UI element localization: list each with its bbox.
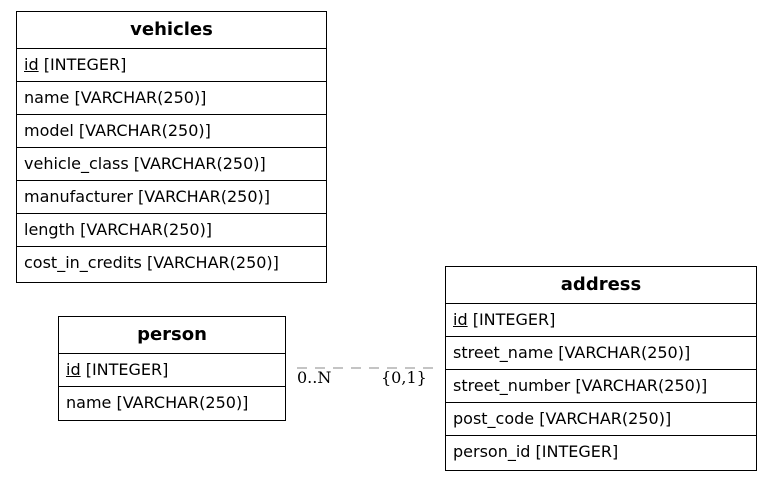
column-name: vehicle_class (24, 154, 129, 173)
person-column-id: id [INTEGER] (59, 354, 285, 387)
column-type: [VARCHAR(250)] (570, 376, 708, 395)
column-type: [INTEGER] (467, 310, 556, 329)
vehicles-column-model: model [VARCHAR(250)] (17, 115, 326, 148)
column-name: name (24, 88, 70, 107)
column-type: [VARCHAR(250)] (75, 220, 213, 239)
address-column-person-id: person_id [INTEGER] (446, 436, 756, 469)
column-name: person_id (453, 442, 531, 461)
person-table-title: person (59, 317, 285, 354)
column-name: model (24, 121, 74, 140)
column-type: [INTEGER] (38, 55, 127, 74)
address-table: address id [INTEGER] street_name [VARCHA… (445, 266, 757, 471)
column-type: [INTEGER] (530, 442, 619, 461)
column-type: [VARCHAR(250)] (111, 393, 249, 412)
address-column-id: id [INTEGER] (446, 304, 756, 337)
column-name: manufacturer (24, 187, 133, 206)
vehicles-column-manufacturer: manufacturer [VARCHAR(250)] (17, 181, 326, 214)
column-name: cost_in_credits (24, 253, 142, 272)
column-name: post_code (453, 409, 535, 428)
address-column-street-number: street_number [VARCHAR(250)] (446, 370, 756, 403)
column-name: id (66, 360, 81, 379)
vehicles-column-id: id [INTEGER] (17, 49, 326, 82)
column-name: id (453, 310, 468, 329)
vehicles-column-vehicle-class: vehicle_class [VARCHAR(250)] (17, 148, 326, 181)
column-name: length (24, 220, 75, 239)
column-name: name (66, 393, 112, 412)
column-name: street_name (453, 343, 554, 362)
vehicles-column-cost-in-credits: cost_in_credits [VARCHAR(250)] (17, 247, 326, 280)
column-type: [VARCHAR(250)] (141, 253, 279, 272)
person-table: person id [INTEGER] name [VARCHAR(250)] (58, 316, 286, 421)
column-type: [VARCHAR(250)] (553, 343, 691, 362)
person-column-name: name [VARCHAR(250)] (59, 387, 285, 420)
vehicles-table: vehicles id [INTEGER] name [VARCHAR(250)… (16, 11, 327, 283)
column-type: [VARCHAR(250)] (69, 88, 207, 107)
address-column-street-name: street_name [VARCHAR(250)] (446, 337, 756, 370)
column-type: [INTEGER] (80, 360, 169, 379)
column-type: [VARCHAR(250)] (132, 187, 271, 206)
cardinality-address-side: {0,1} (381, 368, 427, 387)
cardinality-person-side: 0..N (297, 368, 332, 387)
column-type: [VARCHAR(250)] (128, 154, 266, 173)
vehicles-table-title: vehicles (17, 12, 326, 49)
column-type: [VARCHAR(250)] (534, 409, 672, 428)
column-name: id (24, 55, 39, 74)
vehicles-column-name: name [VARCHAR(250)] (17, 82, 326, 115)
column-type: [VARCHAR(250)] (73, 121, 211, 140)
address-column-post-code: post_code [VARCHAR(250)] (446, 403, 756, 436)
address-table-title: address (446, 267, 756, 304)
vehicles-column-length: length [VARCHAR(250)] (17, 214, 326, 247)
column-name: street_number (453, 376, 571, 395)
